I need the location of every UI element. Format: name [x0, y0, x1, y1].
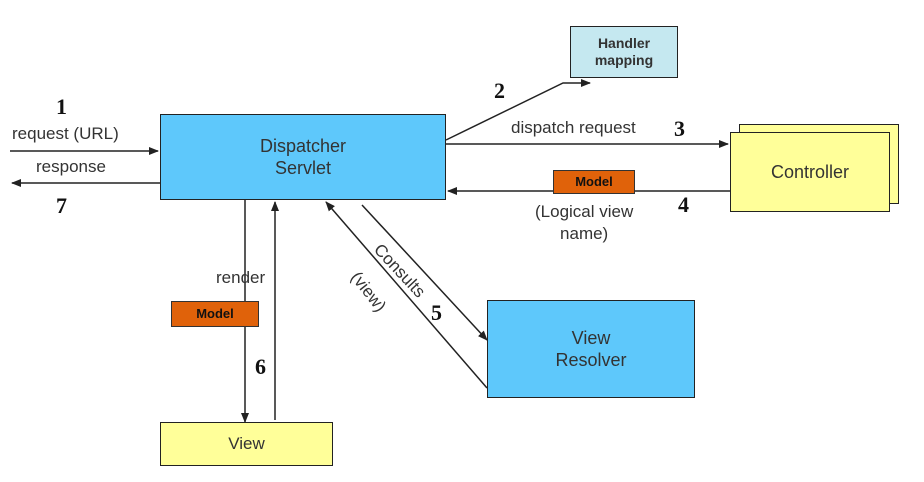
model-badge-left: Model [171, 301, 259, 327]
step-5: 5 [431, 300, 442, 325]
arrow-view-return [325, 201, 488, 389]
model-badge-right: Model [553, 170, 635, 194]
step-7: 7 [56, 193, 67, 218]
step-6: 6 [255, 354, 266, 379]
dispatch-request-label: dispatch request [511, 118, 636, 137]
request-label: request (URL) [12, 124, 119, 143]
step-3: 3 [674, 116, 685, 141]
view-resolver-box: View Resolver [487, 300, 695, 398]
response-label: response [36, 157, 106, 176]
step-2: 2 [494, 78, 505, 103]
model-badge-left-label: Model [196, 305, 234, 321]
handler-mapping-box: Handler mapping [570, 26, 678, 78]
step-4: 4 [678, 192, 689, 217]
arrow-consults [361, 204, 488, 341]
handler-mapping-label: Handler mapping [594, 34, 654, 69]
step-1: 1 [56, 94, 67, 119]
controller-box: Controller [730, 132, 890, 212]
render-label: render [216, 268, 266, 287]
view-resolver-label: View Resolver [555, 327, 627, 371]
controller-label: Controller [770, 161, 850, 182]
view-box: View [160, 422, 333, 466]
logical-view-label: (Logical view name) [535, 202, 634, 244]
view-label: View [228, 434, 265, 454]
dispatcher-servlet-box: Dispatcher Servlet [160, 114, 446, 200]
arrow-handler-mapping [445, 79, 591, 141]
dispatcher-servlet-label: Dispatcher Servlet [259, 135, 347, 179]
model-badge-right-label: Model [575, 173, 613, 189]
